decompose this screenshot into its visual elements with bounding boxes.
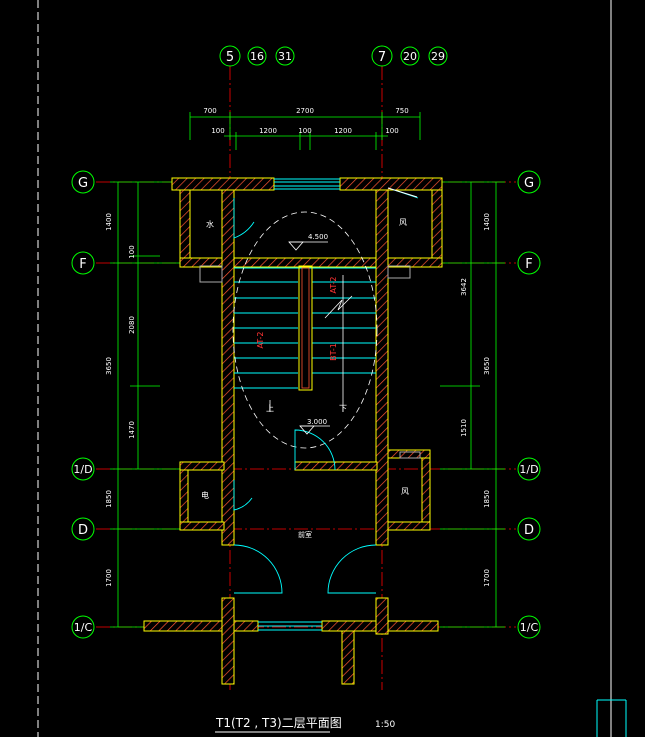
axis-31: 31: [278, 50, 292, 63]
axis-29: 29: [431, 50, 445, 63]
row-axis-1C-right: 1/C: [520, 621, 539, 634]
top-right-shaft-notch: [387, 265, 411, 279]
row-axis-G-left: G: [78, 176, 88, 191]
left-dimension-lines: [110, 181, 180, 628]
dim-100a: 100: [211, 127, 224, 135]
room-label-water: 水: [206, 219, 214, 229]
top-dimension-lines: [189, 112, 421, 150]
dim-right-1700: 1700: [483, 569, 491, 587]
dim-right-1510: 1510: [460, 419, 468, 437]
dim-2700: 2700: [296, 107, 314, 115]
axis-16: 16: [250, 50, 264, 63]
dim-100c: 100: [385, 127, 398, 135]
dim-left-100: 100: [128, 245, 136, 258]
dim-left-1470: 1470: [128, 421, 136, 439]
top-window: [274, 178, 340, 190]
row-axis-F-left: F: [79, 257, 86, 272]
door-top-right: [387, 187, 418, 198]
dim-left-2080: 2080: [128, 316, 136, 334]
top-left-shaft-notch: [199, 265, 223, 283]
room-label-wind-top: 风: [399, 218, 407, 227]
axis-20: 20: [403, 50, 417, 63]
room-label-front-room: 前室: [298, 530, 312, 539]
axis-7: 7: [378, 50, 386, 65]
stair-break-line: [324, 295, 353, 319]
dim-left-1700: 1700: [105, 569, 113, 587]
row-axis-G-right: G: [524, 176, 534, 191]
dim-right-3642: 3642: [460, 278, 468, 296]
drawing-title: T1(T2 , T3)二层平面图: [215, 716, 342, 730]
column-axis-lines: [229, 66, 383, 690]
row-axis-D-left: D: [78, 523, 88, 538]
dim-100b: 100: [298, 127, 311, 135]
drawing-scale: 1:50: [375, 720, 395, 730]
right-dimension-lines: [440, 181, 505, 628]
dim-left-1400: 1400: [105, 213, 113, 231]
row-axis-D-right: D: [524, 523, 534, 538]
stair-path-ellipse: [232, 211, 378, 449]
stair-up-label: 上: [266, 404, 274, 413]
stair-down-label: 下: [339, 404, 347, 413]
stair-label-bt1: BT-1: [329, 343, 338, 361]
stair-treads: [234, 267, 376, 389]
stair-label-at2-left: AT-2: [256, 332, 265, 349]
room-label-electric: 电: [201, 490, 209, 500]
level-upper: 4.500: [308, 233, 328, 241]
dim-right-1400: 1400: [483, 213, 491, 231]
dim-left-1850: 1850: [105, 490, 113, 508]
row-axis-1C-left: 1/C: [74, 621, 93, 634]
row-axis-1D-right: 1/D: [519, 463, 538, 476]
doors: [233, 187, 419, 594]
dim-1200a: 1200: [259, 127, 277, 135]
dim-right-3650: 3650: [483, 357, 491, 375]
row-axis-1D-left: 1/D: [73, 463, 92, 476]
right-lower-notch: [399, 451, 421, 459]
dim-750: 750: [395, 107, 408, 115]
dim-left-3650: 3650: [105, 357, 113, 375]
dim-right-1850: 1850: [483, 490, 491, 508]
room-label-wind-bottom: 风: [401, 487, 409, 496]
row-axis-bubbles: [71, 170, 541, 639]
level-marker-upper: [288, 241, 304, 251]
stair-label-at2-right: AT-2: [329, 277, 338, 294]
level-marker-lower: [299, 425, 315, 435]
dim-700: 700: [203, 107, 216, 115]
handrail-inner: [301, 267, 310, 389]
top-axis-bubbles: [219, 45, 448, 67]
dim-1200b: 1200: [334, 127, 352, 135]
row-axis-F-right: F: [525, 257, 532, 272]
row-axis-lines: [96, 181, 516, 628]
axis-5: 5: [226, 50, 234, 65]
walls: [143, 177, 443, 685]
handrail: [298, 265, 313, 391]
bottom-windows: [258, 621, 322, 631]
level-lower: 3.000: [307, 418, 327, 426]
